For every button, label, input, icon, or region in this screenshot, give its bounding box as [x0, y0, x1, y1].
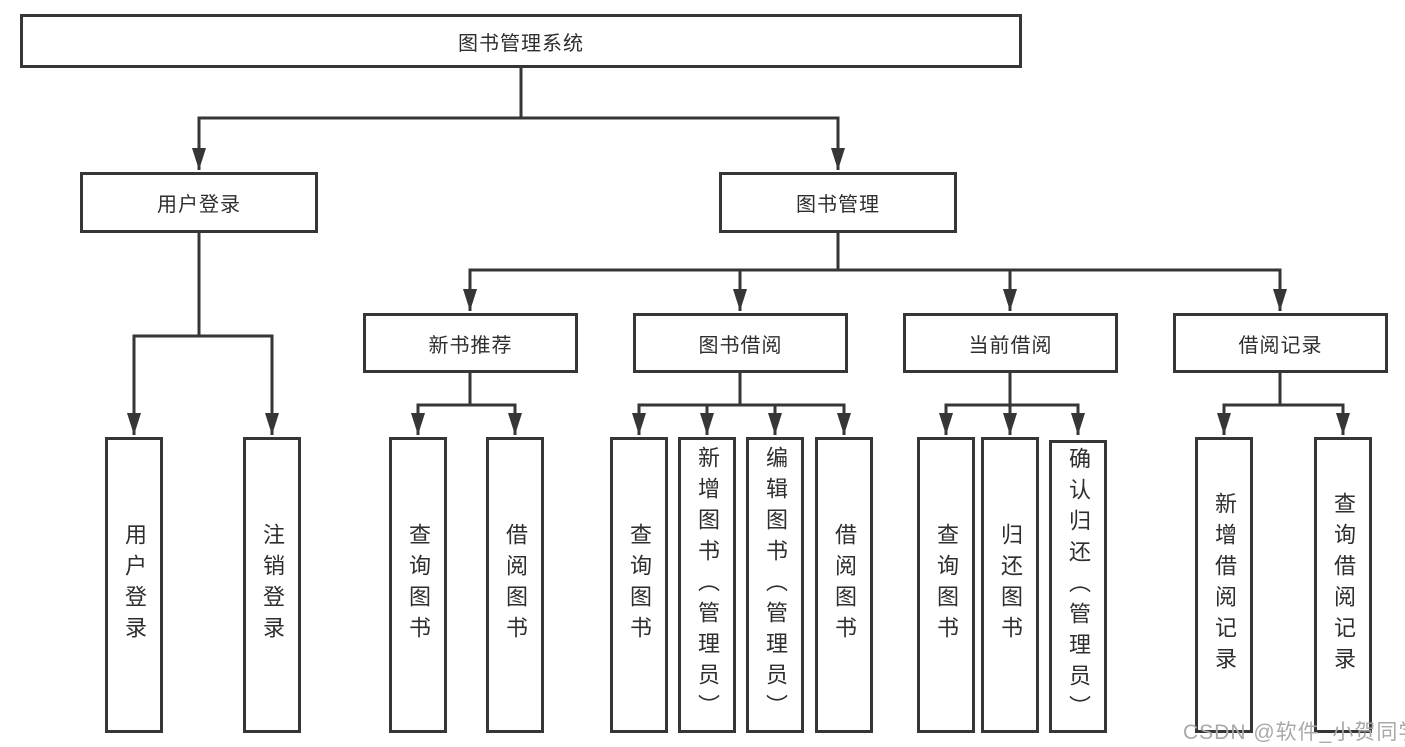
leaf-current-query-books: 查询图书: [917, 437, 975, 733]
leaf-logout: 注销登录: [243, 437, 301, 733]
leaf-recommend-borrow-books: 借阅图书: [486, 437, 544, 733]
node-book-management: 图书管理: [719, 172, 957, 233]
leaf-borrow-query-books: 查询图书: [610, 437, 668, 733]
leaf-user-login: 用户登录: [105, 437, 163, 733]
node-user-login: 用户登录: [80, 172, 318, 233]
leaf-recommend-query-books: 查询图书: [389, 437, 447, 733]
node-new-book-recommendation: 新书推荐: [363, 313, 578, 373]
node-borrowing-records: 借阅记录: [1173, 313, 1388, 373]
leaf-records-query-record: 查询借阅记录: [1314, 437, 1372, 733]
watermark: CSDN @软件_小贺同学: [1183, 721, 1405, 744]
leaf-borrow-borrow-books: 借阅图书: [815, 437, 873, 733]
branch-lines: [132, 68, 1345, 407]
leaf-current-confirm-return-admin: 确认归还（管理员）: [1049, 440, 1107, 733]
arrow-connectors: [127, 118, 1350, 435]
leaf-borrow-add-books-admin: 新增图书（管理员）: [678, 437, 736, 733]
node-book-borrowing: 图书借阅: [633, 313, 848, 373]
leaf-records-add-record: 新增借阅记录: [1195, 437, 1253, 733]
node-library-management-system: 图书管理系统: [20, 14, 1022, 68]
leaf-borrow-edit-books-admin: 编辑图书（管理员）: [746, 437, 804, 733]
leaf-current-return-books: 归还图书: [981, 437, 1039, 733]
node-current-borrowing: 当前借阅: [903, 313, 1118, 373]
